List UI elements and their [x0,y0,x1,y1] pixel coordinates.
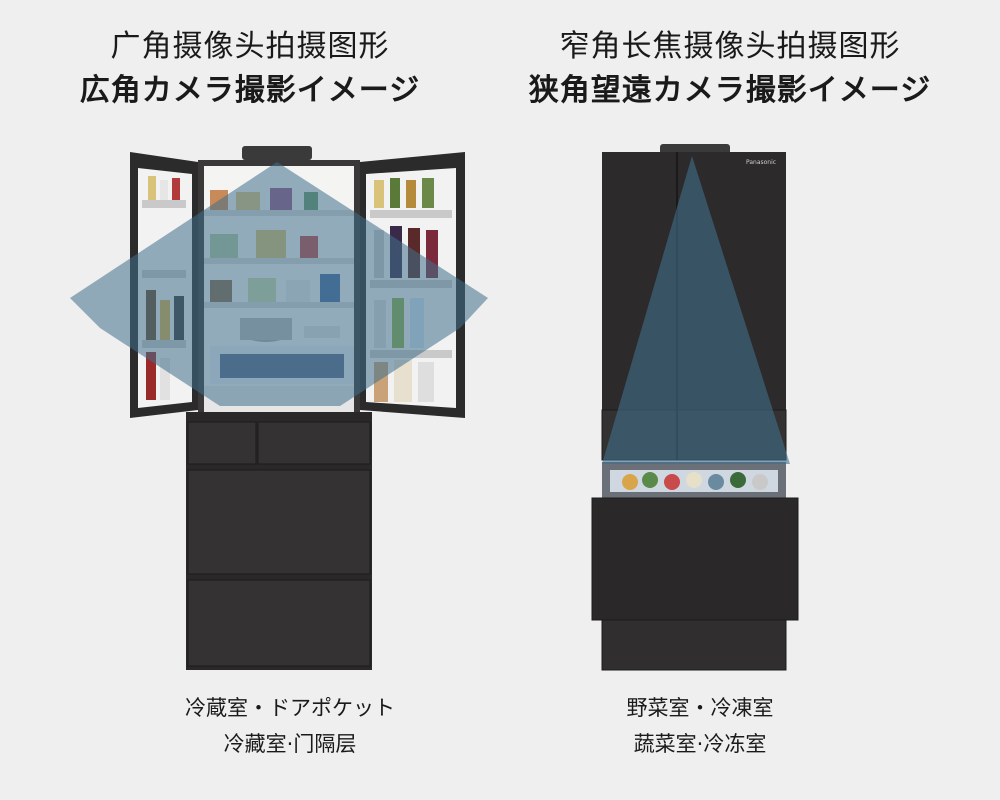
open-vegetable-drawer [602,462,786,498]
narrow-angle-camera-cone [602,156,790,464]
open-fridge-illustration [60,140,500,685]
brand-logo: Panasonic [746,159,776,166]
camera-icon [242,146,312,160]
narrow-angle-title-ja: 狭角望遠カメラ撮影イメージ [528,73,932,108]
wide-angle-camera-cone [70,162,488,406]
narrow-angle-title-block: 窄角长焦摄像头拍摄图形 狭角望遠カメラ撮影イメージ [480,28,980,112]
wide-angle-caption: 冷蔵室・ドアポケット 冷藏室·门隔层 [140,690,440,762]
wide-angle-caption-ja: 冷蔵室・ドアポケット [185,696,395,720]
narrow-angle-caption-zh: 蔬菜室·冷冻室 [633,732,767,756]
fridge-lower-drawers [186,412,372,670]
narrow-angle-caption: 野菜室・冷凍室 蔬菜室·冷冻室 [560,690,840,762]
narrow-angle-title-zh: 窄角长焦摄像头拍摄图形 [559,29,901,64]
wide-angle-caption-zh: 冷藏室·门隔层 [223,732,357,756]
wide-angle-title-zh: 广角摄像头拍摄图形 [110,29,390,64]
narrow-angle-caption-ja: 野菜室・冷凍室 [626,696,774,720]
closed-fridge-illustration: Panasonic [590,140,810,685]
wide-angle-title-block: 广角摄像头拍摄图形 広角カメラ撮影イメージ [30,28,470,112]
wide-angle-title-ja: 広角カメラ撮影イメージ [79,73,421,108]
